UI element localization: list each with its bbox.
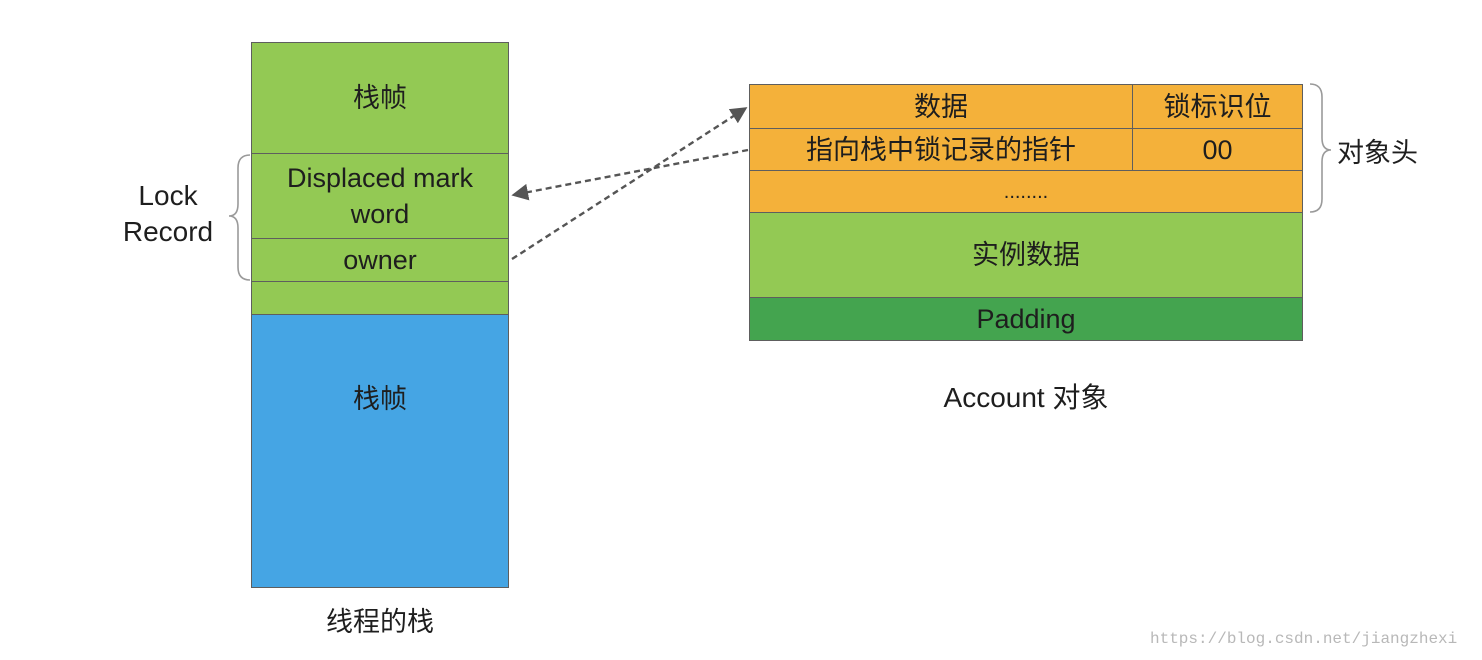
header-ellipsis-cell: ........ [749, 170, 1303, 213]
thread-stack-caption: 线程的栈 [326, 607, 434, 637]
padding-cell: Padding [749, 297, 1303, 341]
header-pointer-cell: 指向栈中锁记录的指针 [749, 128, 1133, 171]
account-object-caption: Account 对象 [943, 382, 1109, 413]
instance-data-label: 实例数据 [972, 240, 1080, 270]
padding-label: Padding [976, 304, 1076, 334]
object-header-label: 对象头 [1337, 138, 1418, 168]
header-lock-flag-label: 锁标识位 [1163, 91, 1272, 122]
arrow-owner-to-object-header [511, 106, 748, 261]
displaced-mark-word-label: Displaced mark word [286, 163, 474, 229]
header-data-label: 数据 [914, 91, 968, 122]
header-pointer-label: 指向栈中锁记录的指针 [806, 134, 1076, 165]
stack-frame-top: 栈帧 [251, 42, 509, 154]
instance-data-cell: 实例数据 [749, 212, 1303, 298]
header-lock-flag-cell: 锁标识位 [1132, 84, 1303, 129]
arrow-header-to-displaced-mark-word [511, 148, 749, 201]
header-data-cell: 数据 [749, 84, 1133, 129]
stack-empty-cell [251, 281, 509, 315]
stack-frame-top-label: 栈帧 [353, 83, 407, 113]
watermark: https://blog.csdn.net/jiangzhexi [1150, 630, 1458, 648]
lock-record-brace [228, 154, 251, 281]
lock-record-label: Lock Record [122, 180, 214, 247]
header-ellipsis-label: ........ [1003, 180, 1049, 203]
object-header-brace [1309, 83, 1332, 213]
displaced-mark-word-cell: Displaced mark word [251, 153, 509, 239]
owner-cell: owner [251, 238, 509, 282]
stack-frame-bottom-label: 栈帧 [353, 384, 407, 414]
stack-frame-bottom: 栈帧 [251, 314, 509, 588]
header-lock-flag-value-cell: 00 [1132, 128, 1303, 171]
header-lock-flag-value: 00 [1202, 134, 1233, 165]
owner-label: owner [343, 245, 417, 275]
